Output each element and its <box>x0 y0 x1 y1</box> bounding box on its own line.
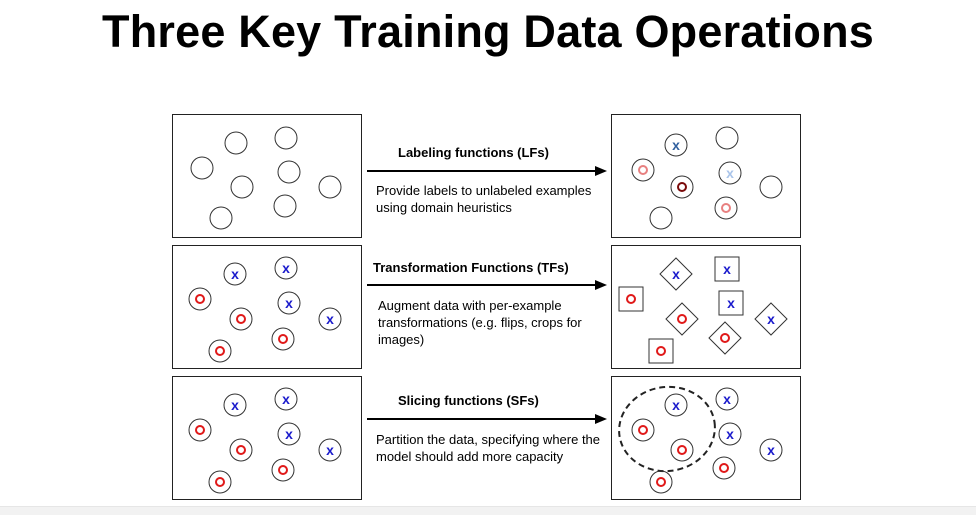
x-mark: x <box>326 442 334 458</box>
page-title: Three Key Training Data Operations <box>102 6 874 57</box>
o-mark <box>215 477 225 487</box>
unlabeled-point <box>318 175 342 199</box>
sf-input-points: x x x x <box>188 387 342 494</box>
unlabeled-point <box>759 175 783 199</box>
x-mark: x <box>767 442 775 458</box>
labeled-point-light-red-o <box>631 158 655 182</box>
o-mark <box>236 445 246 455</box>
o-mark <box>720 333 730 343</box>
sf-input-panel: x x x x <box>172 376 362 500</box>
x-mark: x <box>767 311 775 327</box>
tf-input-panel: x x x x <box>172 245 362 369</box>
slice-boundary <box>618 385 716 473</box>
o-mark <box>638 425 648 435</box>
x-mark: x <box>723 391 731 407</box>
labeled-point-dark-blue-x <box>664 133 688 157</box>
x-mark: x <box>672 266 680 282</box>
x-mark: x <box>723 261 731 277</box>
unlabeled-point <box>274 126 298 150</box>
o-mark <box>677 314 687 324</box>
tf-input-points: x x x x <box>188 256 342 363</box>
sf-output-points: x x x x <box>618 385 783 494</box>
rotated-example <box>754 302 788 336</box>
x-mark: x <box>672 137 680 153</box>
lf-input-panel <box>172 114 362 238</box>
o-mark <box>656 346 666 356</box>
o-mark <box>278 334 288 344</box>
tf-description: Augment data with per-example transforma… <box>378 298 582 347</box>
o-mark <box>677 182 687 192</box>
o-mark <box>195 425 205 435</box>
x-mark: x <box>672 397 680 413</box>
labeled-point-light-red-o <box>714 196 738 220</box>
lf-arrow <box>367 166 607 176</box>
o-mark <box>215 346 225 356</box>
unlabeled-points <box>190 126 342 230</box>
tf-output-points: x x x x <box>618 256 788 364</box>
unlabeled-point <box>190 156 214 180</box>
x-mark: x <box>231 397 239 413</box>
o-mark <box>677 445 687 455</box>
unlabeled-point <box>277 160 301 184</box>
o-mark <box>719 463 729 473</box>
sf-output-panel: x x x x <box>611 376 801 500</box>
o-mark <box>626 294 636 304</box>
x-mark: x <box>282 391 290 407</box>
x-mark: x <box>285 295 293 311</box>
sf-title: Slicing functions (SFs) <box>398 393 539 408</box>
x-mark: x <box>726 165 734 181</box>
o-mark <box>195 294 205 304</box>
unlabeled-point <box>230 175 254 199</box>
o-mark <box>236 314 246 324</box>
rotated-example <box>659 257 693 291</box>
labeled-points: x x <box>631 126 783 230</box>
unlabeled-point <box>273 194 297 218</box>
cropped-example <box>714 256 740 282</box>
unlabeled-point <box>224 131 248 155</box>
x-mark: x <box>231 266 239 282</box>
unlabeled-point <box>209 206 233 230</box>
rotated-example <box>708 321 742 355</box>
x-mark: x <box>326 311 334 327</box>
labeled-point-dark-red-o <box>670 175 694 199</box>
bottom-divider <box>0 506 976 515</box>
unlabeled-point <box>649 206 673 230</box>
tf-output-panel: x x x x <box>611 245 801 369</box>
o-mark <box>656 477 666 487</box>
x-mark: x <box>285 426 293 442</box>
lf-output-panel: x x <box>611 114 801 238</box>
sf-arrow <box>367 414 607 424</box>
cropped-example <box>718 290 744 316</box>
tf-arrow <box>367 280 607 290</box>
tf-title: Transformation Functions (TFs) <box>373 260 569 275</box>
sf-description: Partition the data, specifying where the… <box>376 432 601 464</box>
x-mark: x <box>726 426 734 442</box>
rotated-example <box>665 302 699 336</box>
cropped-example <box>618 286 644 312</box>
labeled-point-light-blue-x <box>718 161 742 185</box>
x-mark: x <box>727 295 735 311</box>
o-mark <box>638 165 648 175</box>
o-mark <box>278 465 288 475</box>
lf-description: Provide labels to unlabeled examples usi… <box>376 183 592 215</box>
o-mark <box>721 203 731 213</box>
cropped-example <box>648 338 674 364</box>
unlabeled-point <box>715 126 739 150</box>
lf-title: Labeling functions (LFs) <box>398 145 549 160</box>
x-mark: x <box>282 260 290 276</box>
